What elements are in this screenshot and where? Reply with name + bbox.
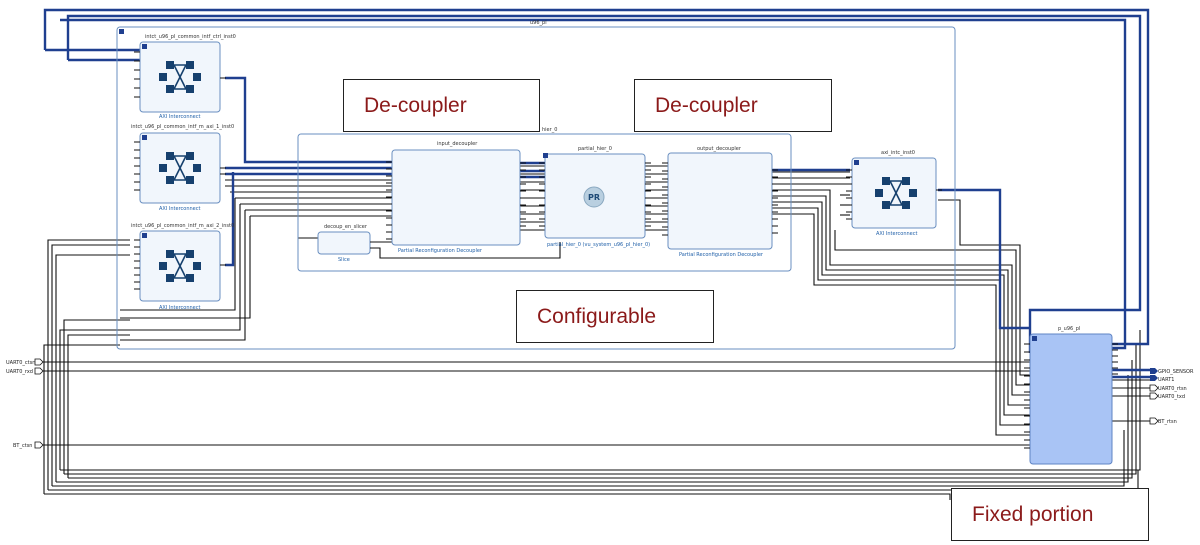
intc1-subtitle: AXI Interconnect [159,206,201,212]
port-uart0-ctsn[interactable]: UART0_ctsn [6,358,44,366]
annotation-decoupler-right: De-coupler [634,79,832,132]
port-label-bt-rtsn: BT_rtsn [1158,419,1177,425]
partial-hier-title: partial_hier_0 [578,146,612,152]
port-label-uart1: UART1 [1158,377,1174,383]
output-decoupler-title: output_decoupler [697,146,742,152]
axi-interconnect-2[interactable]: intct_u96_pl_common_intf_m_axi_2_inst0 A… [131,223,234,311]
input-decoupler-title: input_decoupler [437,141,478,147]
u96-pl-container[interactable] [116,26,956,350]
output-decoupler-subtitle: Partial Reconfiguration Decoupler [679,252,764,258]
pr-badge: PR [588,193,600,202]
axi-interconnect-0[interactable]: intct_u96_pl_common_intf_ctrl_inst0 AXI … [139,34,236,120]
partial-hier-block[interactable]: partial_hier_0 PR partial_hier_0 (vu_sys… [543,146,650,248]
axi-intc-block[interactable]: axi_intc_inst0 AXI Interconnect [851,150,937,237]
left-ports: UART0_ctsn UART0_rxd BT_ctsn [6,358,44,449]
port-label-uart0-ctsn: UART0_ctsn [6,360,35,366]
port-label-bt-ctsn: BT_ctsn [13,443,32,449]
annotation-fixed-portion: Fixed portion [951,488,1149,541]
crossbar-icon [159,250,201,282]
u96-pl-title: u96_pl [530,20,547,26]
p-u96-pl-block[interactable]: p_u96_pl [1029,326,1113,465]
bus-wires [43,8,1152,379]
hier-0-title: hier_0 [542,127,557,133]
decoup-slicer-subtitle: Slice [338,257,350,263]
port-uart1[interactable]: UART1 [1150,375,1174,383]
port-label-uart0-txd: UART0_txd [1158,394,1185,400]
port-bt-rtsn[interactable]: BT_rtsn [1149,417,1177,425]
output-decoupler-block[interactable]: output_decoupler Partial Reconfiguration… [667,146,773,258]
axi-intc-subtitle: AXI Interconnect [876,231,918,237]
u96-pl-expand-icon[interactable] [119,29,124,34]
intc1-title: intct_u96_pl_common_intf_m_axi_1_inst0 [131,124,234,130]
p-u96-pl-title: p_u96_pl [1058,326,1080,332]
pin-ticks [134,51,1118,449]
intc2-subtitle: AXI Interconnect [159,305,201,311]
intc2-title: intct_u96_pl_common_intf_m_axi_2_inst0 [131,223,234,229]
right-ports: GPIO_SENSOR UART1 UART0_rtsn UART0_txd B… [1149,368,1194,425]
annotation-configurable: Configurable [516,290,714,343]
port-uart0-rxd[interactable]: UART0_rxd [6,367,44,375]
axi-interconnect-1[interactable]: intct_u96_pl_common_intf_m_axi_1_inst0 A… [131,124,234,212]
annotation-decoupler-left: De-coupler [343,79,540,132]
axi-intc-title: axi_intc_inst0 [881,150,915,156]
input-decoupler-subtitle: Partial Reconfiguration Decoupler [398,248,483,254]
hier-0-container[interactable] [297,133,792,272]
intc0-title: intct_u96_pl_common_intf_ctrl_inst0 [145,34,236,40]
crossbar-icon [875,177,917,209]
port-label-gpio-sensor: GPIO_SENSOR [1158,369,1194,375]
partial-hier-subtitle: partial_hier_0 (vu_system_u96_pl_hier_0) [547,242,650,248]
port-label-uart0-rtsn: UART0_rtsn [1158,386,1187,392]
intc0-subtitle: AXI Interconnect [159,114,201,120]
port-gpio-sensor[interactable]: GPIO_SENSOR [1150,368,1194,375]
pr-badge-icon [583,186,605,208]
input-decoupler-block[interactable]: input_decoupler Partial Reconfiguration … [391,141,521,254]
crossbar-icon [159,61,201,93]
port-uart0-rtsn[interactable]: UART0_rtsn [1149,384,1187,392]
crossbar-icon [159,152,201,184]
port-bt-ctsn[interactable]: BT_ctsn [13,441,44,449]
port-uart0-txd[interactable]: UART0_txd [1149,392,1185,400]
port-label-uart0-rxd: UART0_rxd [6,369,33,375]
decoup-slicer-block[interactable]: decoup_en_slicer Slice [317,224,371,263]
decoup-slicer-title: decoup_en_slicer [324,224,368,230]
